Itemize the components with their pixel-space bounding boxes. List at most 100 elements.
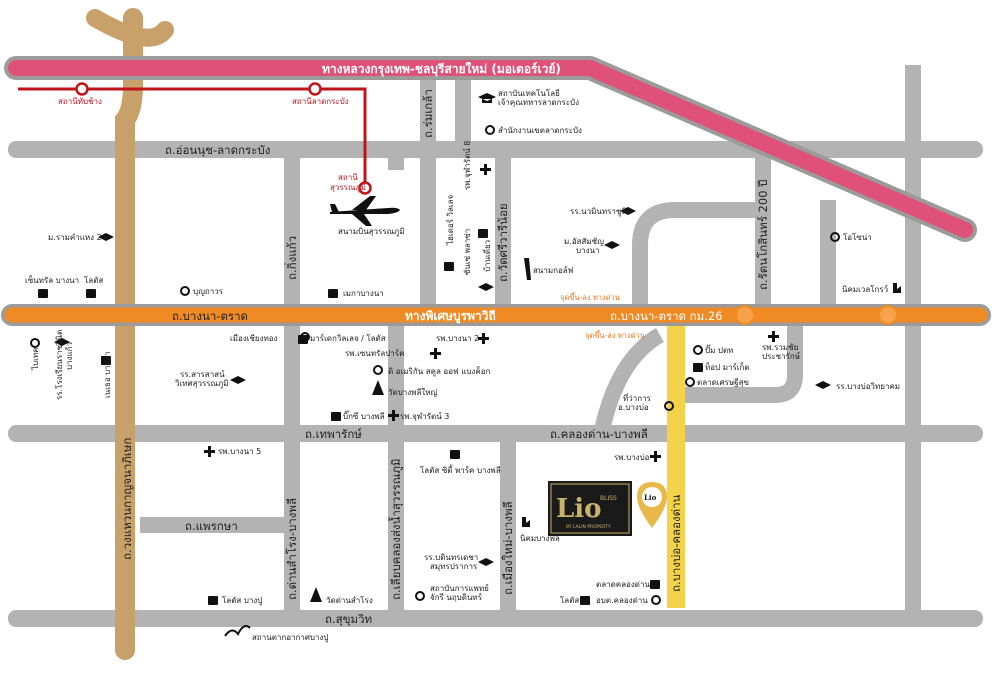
poi-survey-school: รร.สารสาสน์ xyxy=(180,369,225,379)
school-icon xyxy=(604,241,620,249)
poi-rajabhat-2: สมุทรปราการ xyxy=(430,562,478,571)
rattanakosin-road-label: ถ.รัตนโกสินทร์ 200 ปี xyxy=(756,180,770,290)
poi-assumption: ม.อัสสัมชัญ xyxy=(564,237,604,246)
praeksa-road-label: ถ.แพรกษา xyxy=(185,519,238,533)
poi-kmitl: สถาบันเทคโนโลยี xyxy=(498,88,560,98)
poi-kmitl-2: เจ้าคุณทหารลาดกระบัง xyxy=(498,98,579,107)
school-icon xyxy=(230,376,246,384)
poi-bigc-bangphli: บิ๊กซี บางพลี xyxy=(343,410,385,421)
poi-medical: สถาบันการแพทย์ xyxy=(430,583,489,593)
poi-ladkrabang-office: สำนักงานเขตลาดกระบัง xyxy=(498,126,582,135)
hospital-icon xyxy=(388,410,399,421)
shopping-icon xyxy=(450,450,460,459)
poi-bangbo-school: รร.บางบ่อวิทยาคม xyxy=(836,382,900,391)
landmark-icon xyxy=(30,338,40,348)
airplane-icon xyxy=(330,196,400,226)
poi-hospital-left: เนเธอ บางนา xyxy=(103,351,112,398)
poi-golf: สนามกอล์ฟ xyxy=(533,265,574,275)
shopping-icon xyxy=(444,262,454,271)
shopping-icon xyxy=(331,412,341,421)
project-logo[interactable]: Lio BLISS BY LALIN PROPERTY xyxy=(548,481,632,536)
poi-industrial2: นิคมบางพลี xyxy=(520,534,560,543)
golf-icon xyxy=(524,258,531,280)
poi-bangpoo: สถานตากอากาศบางปู xyxy=(252,633,328,643)
sukhumvit-road-label: ถ.สุขุมวิท xyxy=(325,612,372,626)
poi-ruam: ไฮเดอร์ วิลเลจ xyxy=(445,194,455,246)
bangbo-road xyxy=(667,318,685,608)
temple-icon xyxy=(372,380,384,395)
poi-lotus-citypark: โลตัส ซิตี้ พาร์ค บางพลี xyxy=(420,464,501,475)
factory-icon xyxy=(893,283,901,293)
bird-icon xyxy=(224,625,251,637)
ramp-label-2: จุดขึ้น-ลง ทางด่วน xyxy=(585,330,645,340)
poi-amphoe-2: อ.บางบ่อ xyxy=(618,403,649,412)
rail-link xyxy=(18,87,367,188)
location-pin-icon[interactable]: Lio xyxy=(637,482,667,528)
hospital-icon xyxy=(650,451,661,462)
poi-klongdan-office: อบต.คลองด่าน xyxy=(596,596,648,605)
poi-rajabhat: รร.บดินทรเดชา xyxy=(424,553,478,562)
expressway-label: ทางพิเศษบูรพาวิถี xyxy=(405,309,496,324)
poi-megabangna: เมกาบางนา xyxy=(343,289,384,298)
shopping-icon xyxy=(101,356,111,365)
landmark-icon xyxy=(180,286,190,296)
poi-robinson-ex: โอโซน่า xyxy=(843,232,872,242)
ring-road xyxy=(115,8,143,660)
airport-label: สนามบินสุวรรณภูมิ xyxy=(338,227,405,237)
school-icon xyxy=(98,233,114,241)
bangbo-road-label: ถ.บางบ่อ-คลองด่าน xyxy=(669,494,683,592)
poi-industrial: นิคมเวลโกรว์ xyxy=(842,284,888,294)
shopping-icon xyxy=(328,289,338,298)
landmark-icon xyxy=(415,591,425,601)
poi-topsmarket: ท็อป มาร์เก็ต xyxy=(705,362,750,372)
factory-icon xyxy=(522,517,530,527)
romklao-road-label: ถ.ร่มเกล้า xyxy=(421,89,435,138)
poi-central: เซ็นทรัล บางนา xyxy=(25,275,79,285)
shopping-icon xyxy=(693,363,703,372)
school-icon xyxy=(620,207,636,215)
landmark-icon xyxy=(664,401,674,411)
landmark-icon xyxy=(300,332,310,342)
poi-ruam-2: ซันเซ่ พลาซ่า xyxy=(463,229,472,275)
shopping-icon xyxy=(650,580,660,589)
poi-labels: สถาบันเทคโนโลยี เจ้าคุณทหารลาดกระบัง สำน… xyxy=(25,88,900,643)
poi-jularat3: รพ.จุฬารัตน์ 3 xyxy=(400,411,449,421)
poi-bitec: ไบเทค xyxy=(31,348,40,371)
school-icon xyxy=(478,558,494,566)
shopping-icon xyxy=(580,596,590,605)
poi-bangna-clinic: รพ.เซนทรัลปาร์ค xyxy=(345,348,404,358)
motorway-label: ทางหลวงกรุงเทพ-ชลบุรีสายใหม่ (มอเตอร์เวย… xyxy=(322,61,561,77)
hospital-icon xyxy=(768,331,779,342)
project-tagline: BY LALIN PROPERTY xyxy=(566,524,611,530)
dansamrong-road-label: ถ.ด่านสำโรง-บางพลี xyxy=(285,498,299,600)
poi-bangbo-hosp3: รพ.บางบ่อ xyxy=(614,453,650,462)
temple-icon xyxy=(310,587,322,602)
minor-roads xyxy=(284,65,921,620)
landmark-icon xyxy=(373,365,383,375)
ramp-marker xyxy=(878,305,898,325)
school-icon xyxy=(815,381,831,389)
project-sub: BLISS xyxy=(600,495,617,502)
station-label-tubchang: สถานีทับช้าง xyxy=(58,97,102,106)
poi-watdan: วัดด่านสำโรง xyxy=(326,595,373,605)
poi-bunyawat: บุญถาวร xyxy=(193,287,224,296)
poi-watsri8: รพ.จุฬารัตน์ 8 xyxy=(462,141,472,190)
station-label-suvarnabhumi-2: สุวรรณภูมิ xyxy=(330,183,366,193)
poi-amphoe: ที่ว่าการ xyxy=(623,392,652,403)
bangna-road-label: ถ.บางนา-ตราด xyxy=(172,309,248,323)
poi-medical-2: จักรี นฤบดินทร์ xyxy=(430,592,483,602)
poi-bangna2: รพ.บางนา 2 xyxy=(436,334,479,343)
horizontal-roads xyxy=(8,141,983,627)
shopping-icon xyxy=(478,229,488,238)
poi-bangna5: รพ.บางนา 5 xyxy=(218,447,261,456)
poi-ramkhamhaeng: ม.รามคำแหง 2 xyxy=(48,233,102,242)
shopping-icon xyxy=(38,289,48,298)
ramp-marker xyxy=(735,305,755,325)
poi-pumpoint: ปั๊ม ปตท xyxy=(705,344,733,355)
landmark-markers xyxy=(30,125,840,605)
kingkaew-road-label: ถ.กิ่งแก้ว xyxy=(284,236,299,280)
watsri-road-label: ถ.วัดศรีวารีน้อย xyxy=(496,203,510,282)
muangmai-road-label: ถ.เมืองใหม่-บางพลี xyxy=(501,501,515,595)
hospital-icon xyxy=(480,164,491,175)
shopping-icon xyxy=(208,596,218,605)
